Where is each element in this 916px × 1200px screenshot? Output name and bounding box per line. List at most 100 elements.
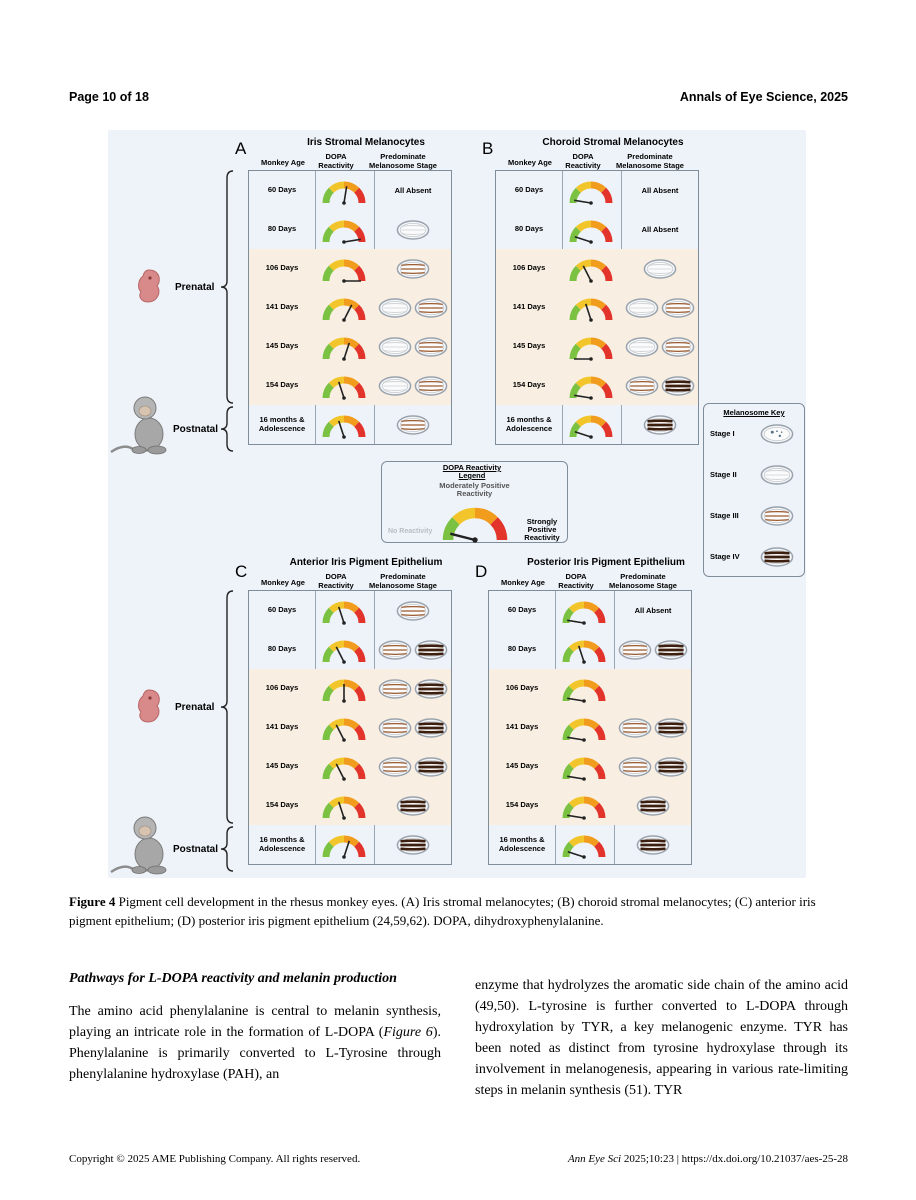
dopa-gauge [562,718,606,742]
dopa-gauge [569,298,613,322]
gauge-segment [575,376,592,388]
melanosome-stage-III [618,717,652,738]
gauge-segment [594,841,606,858]
melanosome-stage-III [378,678,412,699]
age-label: 145 Days [265,761,299,771]
gauge-segment [568,601,585,613]
dopa-gauge-cell [319,712,369,749]
melanosome-stage-III [760,506,794,526]
gauge-needle [450,532,476,542]
age-label: 141 Days [505,722,539,732]
dopa-gauge [322,298,366,322]
legend-low: No Reactivity [388,528,433,535]
gauge-needle [574,394,592,399]
gauge-segment [569,226,581,243]
dopa-gauge-cell [319,214,369,251]
gauge-segment [590,259,607,271]
age-label: 16 months & Adolescence [505,415,553,433]
gauge-segment [322,304,334,321]
melanosome-stage-IV [643,414,677,435]
prenatal-bracket [219,590,235,829]
stage-cell [375,630,451,669]
gauge-segment [601,187,613,204]
postnatal-label: Postnatal [173,844,219,855]
age-label: 154 Days [265,800,299,810]
citation: Ann Eye Sci 2025;10:23 | https://dx.doi.… [568,1153,848,1165]
stage-cell [615,630,691,669]
table-row: 80 Days All Absent [496,210,698,249]
gauge-segment [343,298,360,310]
gauge-segment [322,421,334,438]
dopa-gauge [322,415,366,439]
gauge-segment [328,835,345,847]
figure-6-link[interactable]: Figure 6 [383,1025,433,1040]
melanosome-key-icon [760,423,794,450]
melanosome-stage-IV [760,547,794,567]
gauge-segment [322,382,334,399]
col-header-stage: Predominate Melanosome Stage [369,572,437,590]
dopa-gauge-cell [559,634,609,671]
dopa-gauge-cell [559,790,609,827]
stage-cell [622,249,698,288]
dopa-gauge-cell [559,712,609,749]
gauge-segment [322,685,334,702]
gauge-segment [328,298,345,310]
gauge-segment [354,607,366,624]
melanosome-stage-IV [636,834,670,855]
gauge-hub [589,240,593,244]
gauge-segment [490,517,508,541]
gauge-segment [343,181,360,193]
stage-cell: All Absent [622,210,698,249]
stage-cell [375,825,451,864]
gauge-hub [342,621,346,625]
dopa-gauge [322,337,366,361]
gauge-segment [322,265,334,282]
stage-cell [375,591,451,630]
gauge-segment [354,382,366,399]
gauge-hub [582,621,586,625]
dopa-gauge-cell [319,370,369,407]
gauge-segment [590,376,607,388]
dopa-gauge [562,601,606,625]
gauge-hub [342,201,346,205]
gauge-segment [328,796,345,808]
gauge-segment [343,220,360,232]
gauge-segment [343,757,360,769]
gauge-hub [342,396,346,400]
gauge-segment [328,259,345,271]
gauge-segment [575,259,592,271]
melanosome-key-title: Melanosome Key [723,408,785,417]
stage-cell [375,249,451,288]
melanosome-stage-IV [414,717,448,738]
gauge-segment [569,421,581,438]
dopa-gauge [322,835,366,859]
table-row: 106 Days [489,669,691,708]
table-row: 145 Days [489,747,691,786]
gauge-segment [601,343,613,360]
melanosome-stage-IV [654,717,688,738]
gauge-hub [342,699,346,703]
melanosome-stage-IV [414,639,448,660]
dopa-gauge-cell [319,292,369,329]
citation-journal: Ann Eye Sci [567,1153,622,1165]
age-label: 106 Days [505,683,539,693]
table-row: 141 Days [249,708,451,747]
dopa-gauge-cell [566,175,616,212]
melanosome-key-label: Stage I [710,429,735,438]
dopa-gauge-cell [319,673,369,710]
panel-title: Choroid Stromal Melanocytes [542,137,684,148]
age-label: 80 Days [514,224,544,234]
gauge-segment [354,226,366,243]
stage-cell: All Absent [615,591,691,630]
melanosome-stage-III [396,258,430,279]
gauge-segment [354,802,366,819]
gauge-segment [322,802,334,819]
gauge-segment [594,607,606,624]
dopa-gauge-cell [559,829,609,866]
gauge-segment [594,802,606,819]
bracket [220,170,234,404]
citation-doi[interactable]: 2025;10:23 | https://dx.doi.org/10.21037… [621,1153,848,1165]
gauge-segment [354,724,366,741]
gauge-segment [601,226,613,243]
